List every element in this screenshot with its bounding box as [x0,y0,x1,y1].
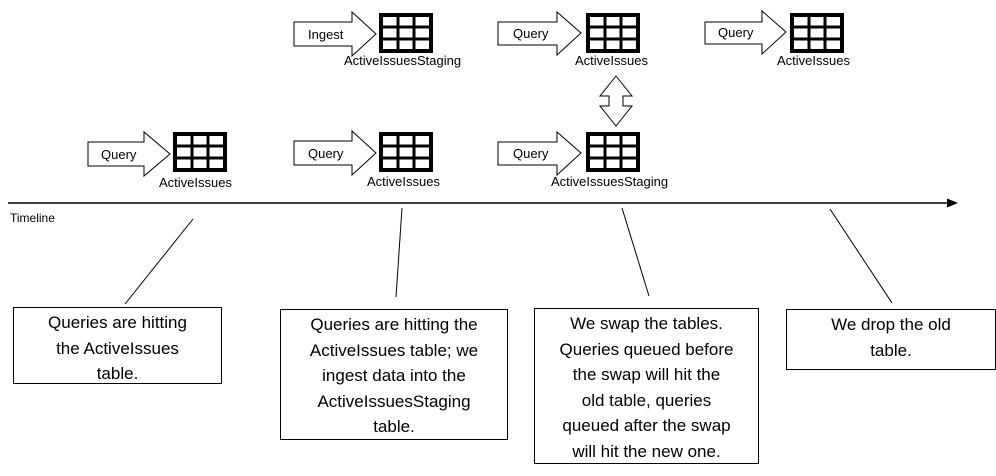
description-box-2: Queries are hitting the ActiveIssues tab… [280,309,508,440]
connector-line [621,207,650,297]
query-arrow: Query [497,130,582,177]
timeline-label: Timeline [10,211,55,225]
table-label-active: ActiveIssues [159,175,232,190]
query-arrow: Query [497,10,582,57]
svg-text:Query: Query [513,26,549,41]
table-icon [379,13,433,53]
description-box-3: We swap the tables. Queries queued befor… [534,308,759,464]
table-icon [379,132,433,172]
connector-line [124,218,194,305]
description-box-4: We drop the old table. [786,309,996,370]
connector-line [829,208,893,304]
table-label-active: ActiveIssues [777,53,850,68]
svg-text:Query: Query [308,146,344,161]
description-box-1: Queries are hitting the ActiveIssues tab… [13,307,222,384]
table-label-staging: ActiveIssuesStaging [551,174,668,189]
query-arrow: Query [87,130,171,178]
query-arrow: Query [704,9,787,56]
table-label-active: ActiveIssues [575,53,648,68]
svg-text:Ingest: Ingest [308,27,344,42]
svg-text:Query: Query [101,147,137,162]
table-icon [586,132,640,172]
table-icon [173,132,227,172]
ingest-arrow: Ingest [293,10,377,58]
svg-text:Query: Query [513,146,549,161]
table-icon [586,13,640,53]
connector-line [395,207,403,298]
swap-arrow [598,75,634,127]
timeline-axis [8,198,958,208]
table-label-staging: ActiveIssuesStaging [344,53,461,68]
table-label-active: ActiveIssues [367,174,440,189]
svg-text:Query: Query [718,25,754,40]
query-arrow: Query [293,129,377,177]
table-icon [790,13,844,53]
